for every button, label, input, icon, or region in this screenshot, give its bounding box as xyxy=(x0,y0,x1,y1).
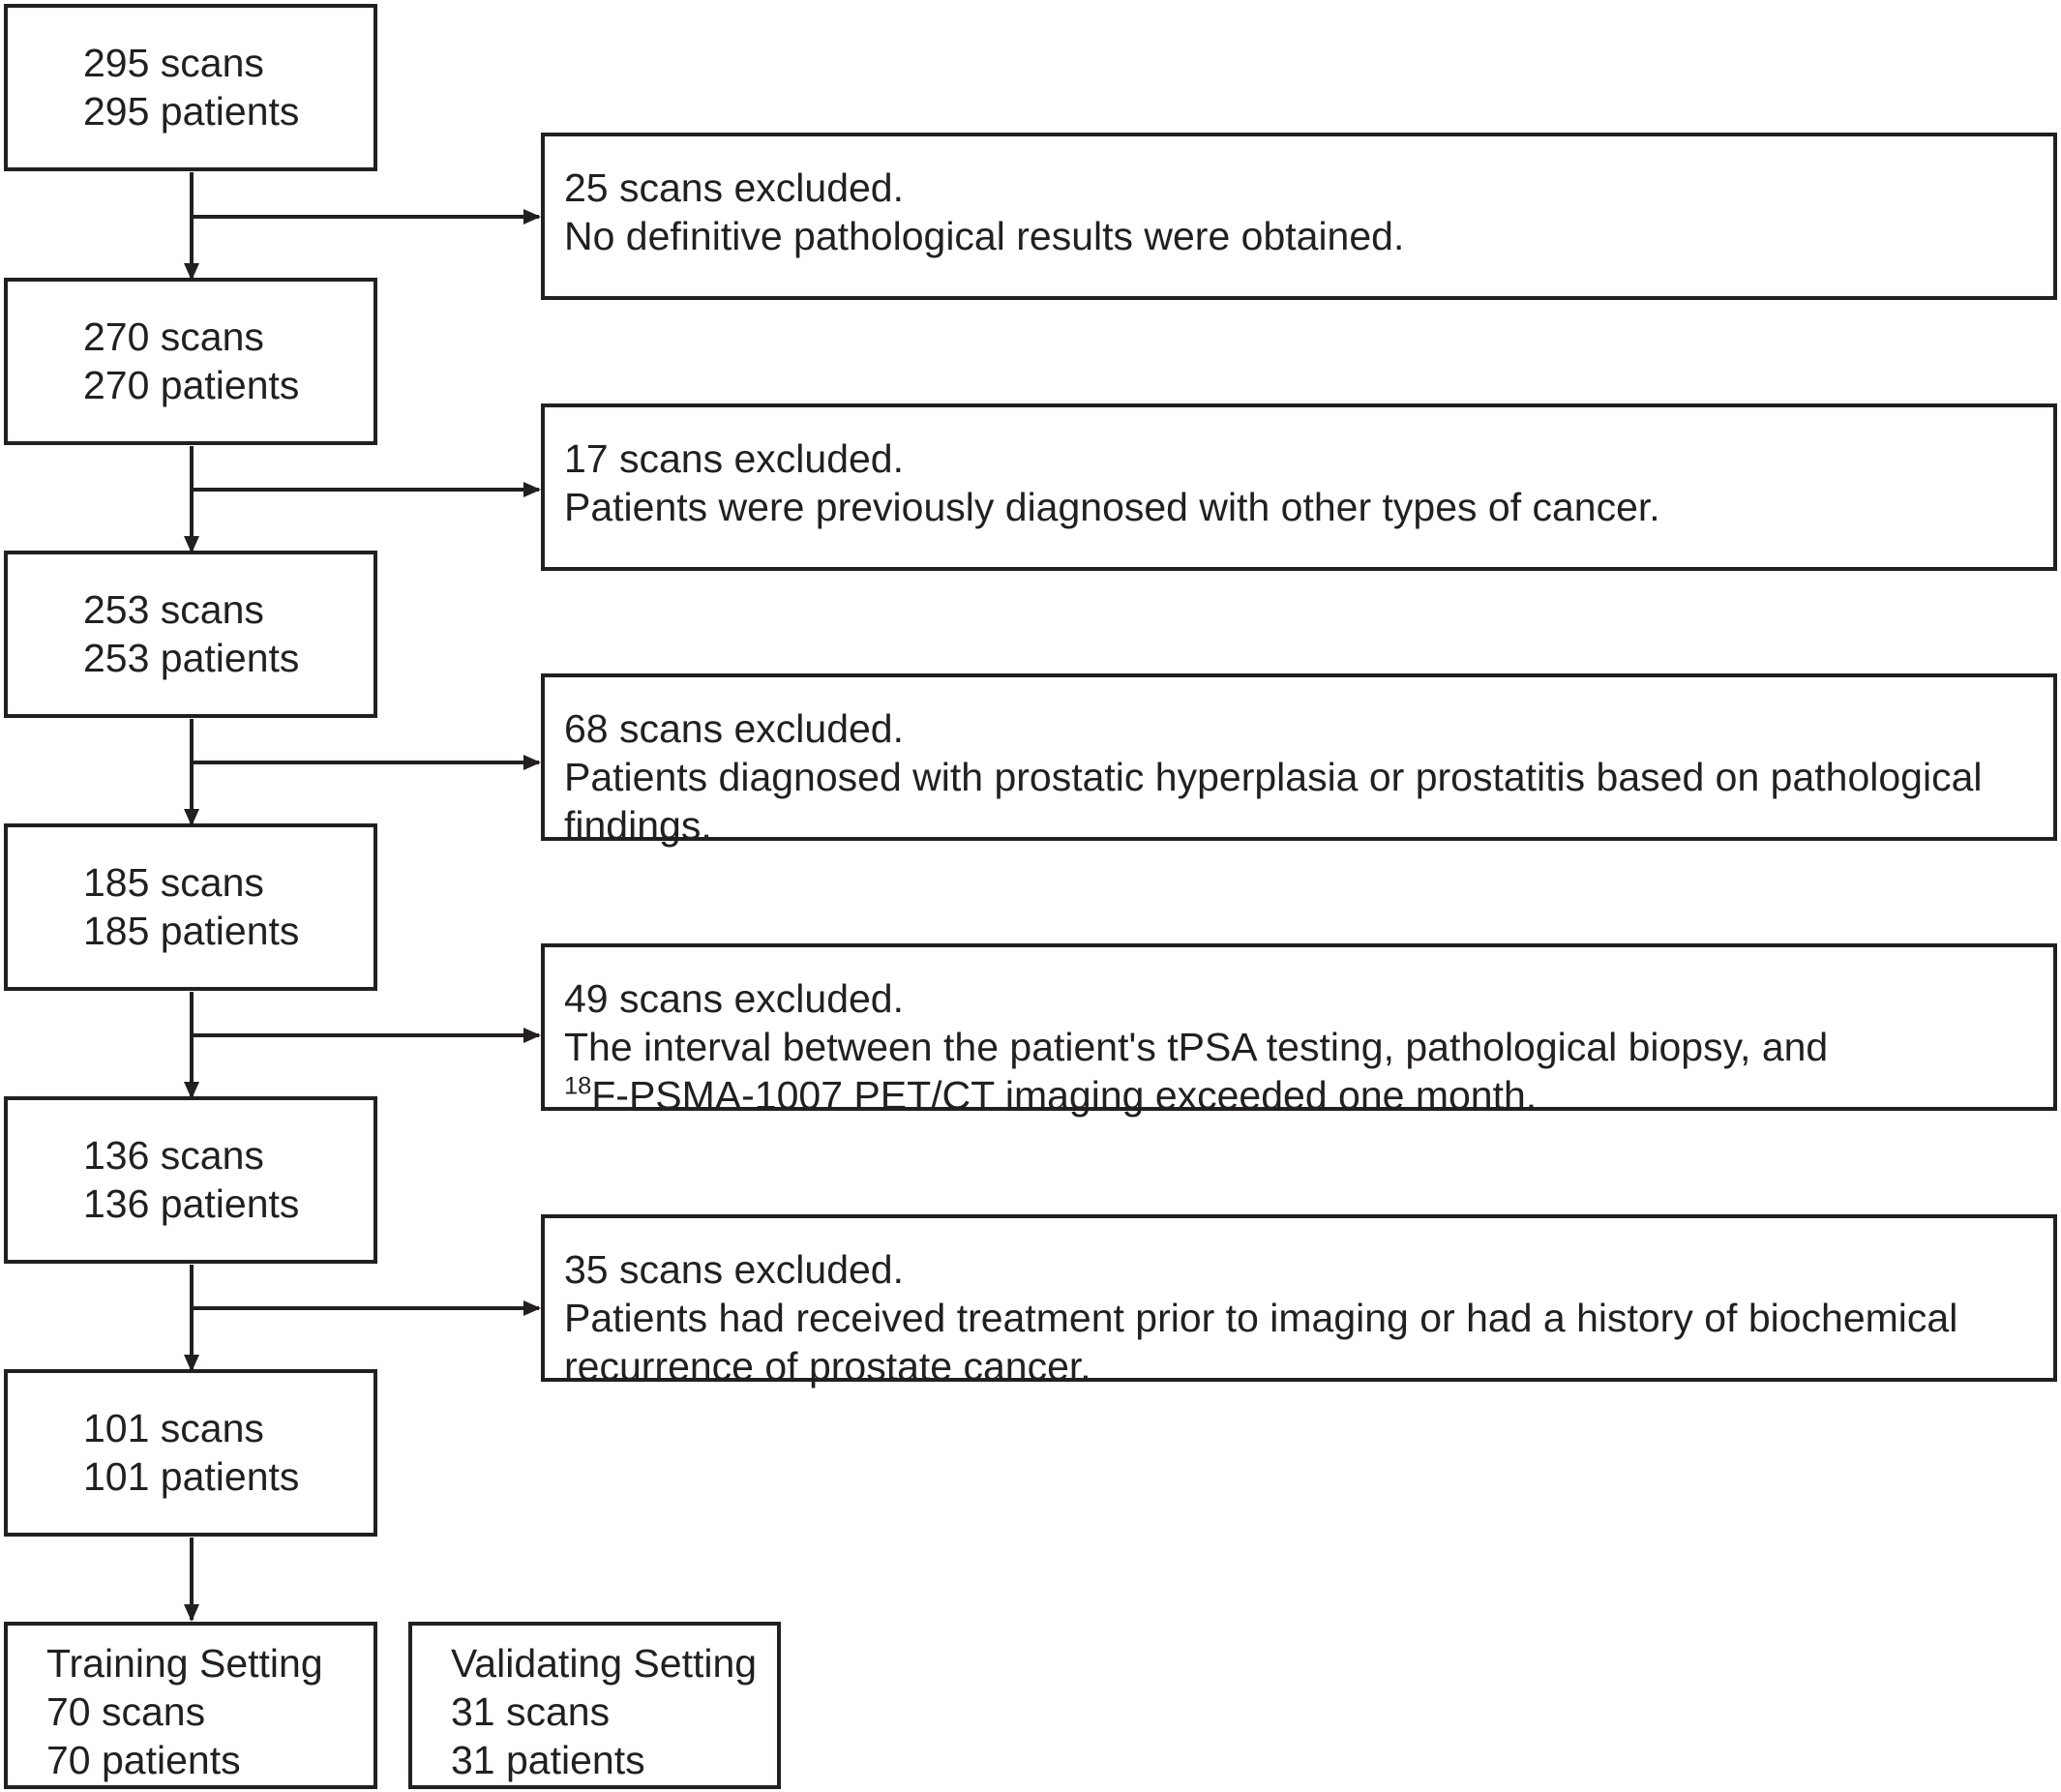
exclusion-reason-line: Patients had received treatment prior to… xyxy=(564,1296,1958,1340)
step-patients: 101 patients xyxy=(83,1454,300,1499)
step-scans: 101 scans xyxy=(83,1406,264,1450)
step-box-4: 185 scans 185 patients xyxy=(4,823,377,991)
isotope-superscript: 18 xyxy=(564,1072,592,1100)
step-box-2: 270 scans 270 patients xyxy=(4,278,377,445)
step-scans: 253 scans xyxy=(83,587,264,632)
exclusion-reason-line: Patients diagnosed with prostatic hyperp… xyxy=(564,755,1983,799)
step-patients: 185 patients xyxy=(83,909,300,953)
exclusion-count: 35 scans excluded. xyxy=(564,1247,905,1292)
exclusion-reason-line: 18F-PSMA-1007 PET/CT imaging exceeded on… xyxy=(564,1071,1828,1120)
step-patients: 295 patients xyxy=(83,89,300,134)
exclusion-reason-line: findings. xyxy=(564,803,712,848)
training-setting-box: Training Setting 70 scans 70 patients xyxy=(4,1622,377,1789)
split-title: Validating Setting xyxy=(451,1641,758,1686)
exclusion-reason-line: No definitive pathological results were … xyxy=(564,214,1405,258)
split-patients: 31 patients xyxy=(451,1738,645,1782)
split-scans: 70 scans xyxy=(46,1689,206,1734)
exclusion-reason-text: F-PSMA-1007 PET/CT imaging exceeded one … xyxy=(591,1073,1538,1118)
exclusion-box-4: 49 scans excluded. The interval between … xyxy=(541,943,2057,1118)
step-patients: 253 patients xyxy=(83,636,300,680)
validating-setting-box: Validating Setting 31 scans 31 patients xyxy=(408,1622,781,1789)
exclusion-box-2: 17 scans excluded. Patients were previou… xyxy=(541,403,2057,571)
exclusion-box-1: 25 scans excluded. No definitive patholo… xyxy=(541,133,2057,300)
split-title: Training Setting xyxy=(46,1641,323,1686)
step-patients: 270 patients xyxy=(83,363,300,407)
split-patients: 70 patients xyxy=(46,1738,241,1782)
exclusion-count: 68 scans excluded. xyxy=(564,706,905,751)
exclusion-count: 25 scans excluded. xyxy=(564,165,905,210)
step-box-6: 101 scans 101 patients xyxy=(4,1369,377,1537)
exclusion-reason-line: The interval between the patient's tPSA … xyxy=(564,1025,1829,1069)
step-scans: 270 scans xyxy=(83,314,264,359)
exclusion-count: 17 scans excluded. xyxy=(564,436,905,481)
step-scans: 295 scans xyxy=(83,41,264,85)
exclusion-box-3: 68 scans excluded. Patients diagnosed wi… xyxy=(541,673,2057,848)
exclusion-count: 49 scans excluded. xyxy=(564,976,905,1021)
step-scans: 185 scans xyxy=(83,860,264,905)
exclusion-reason-line: recurrence of prostate cancer. xyxy=(564,1344,1091,1389)
exclusion-box-5: 35 scans excluded. Patients had received… xyxy=(541,1214,2057,1389)
step-box-3: 253 scans 253 patients xyxy=(4,551,377,718)
step-patients: 136 patients xyxy=(83,1181,300,1226)
step-scans: 136 scans xyxy=(83,1133,264,1178)
step-box-5: 136 scans 136 patients xyxy=(4,1096,377,1264)
exclusion-reason-line: Patients were previously diagnosed with … xyxy=(564,485,1660,529)
split-scans: 31 scans xyxy=(451,1689,611,1734)
step-box-1: 295 scans 295 patients xyxy=(4,4,377,171)
